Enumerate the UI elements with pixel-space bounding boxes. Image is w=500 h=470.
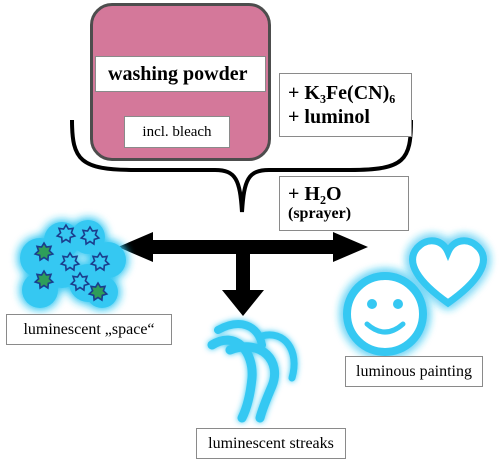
- water-box: + H₂O (sprayer): [279, 176, 409, 231]
- star-icon: [55, 223, 77, 244]
- water-label: + H₂O: [288, 182, 342, 205]
- bleach-label: incl. bleach: [124, 116, 230, 148]
- smiley-icon: [343, 272, 427, 356]
- reagent-ferricyanide: + K₃Fe(CN)₆: [288, 82, 396, 104]
- luminescent-space-label: luminescent „space“: [6, 314, 172, 345]
- star-icon: [89, 251, 111, 272]
- washing-powder-label: washing powder: [95, 56, 266, 92]
- luminescent-streaks-label: luminescent streaks: [196, 428, 346, 459]
- flow-arrow: [118, 232, 368, 316]
- star-cluster-icon: [20, 220, 126, 308]
- star-icon: [59, 251, 81, 272]
- sprayer-label: (sprayer): [288, 204, 352, 222]
- heart-icon: [409, 237, 487, 308]
- streaks-icon: [207, 320, 298, 423]
- stars-group: [33, 223, 111, 302]
- star-icon: [69, 271, 91, 292]
- star-icon: [79, 225, 101, 246]
- star-icon: [33, 269, 55, 290]
- star-icon: [87, 281, 109, 302]
- reagents-box: + K₃Fe(CN)₆ + luminol: [279, 73, 412, 137]
- reagent-luminol: + luminol: [288, 106, 370, 128]
- combine-brace: [70, 119, 413, 213]
- star-icon: [33, 241, 55, 262]
- luminous-painting-label: luminous painting: [345, 356, 483, 387]
